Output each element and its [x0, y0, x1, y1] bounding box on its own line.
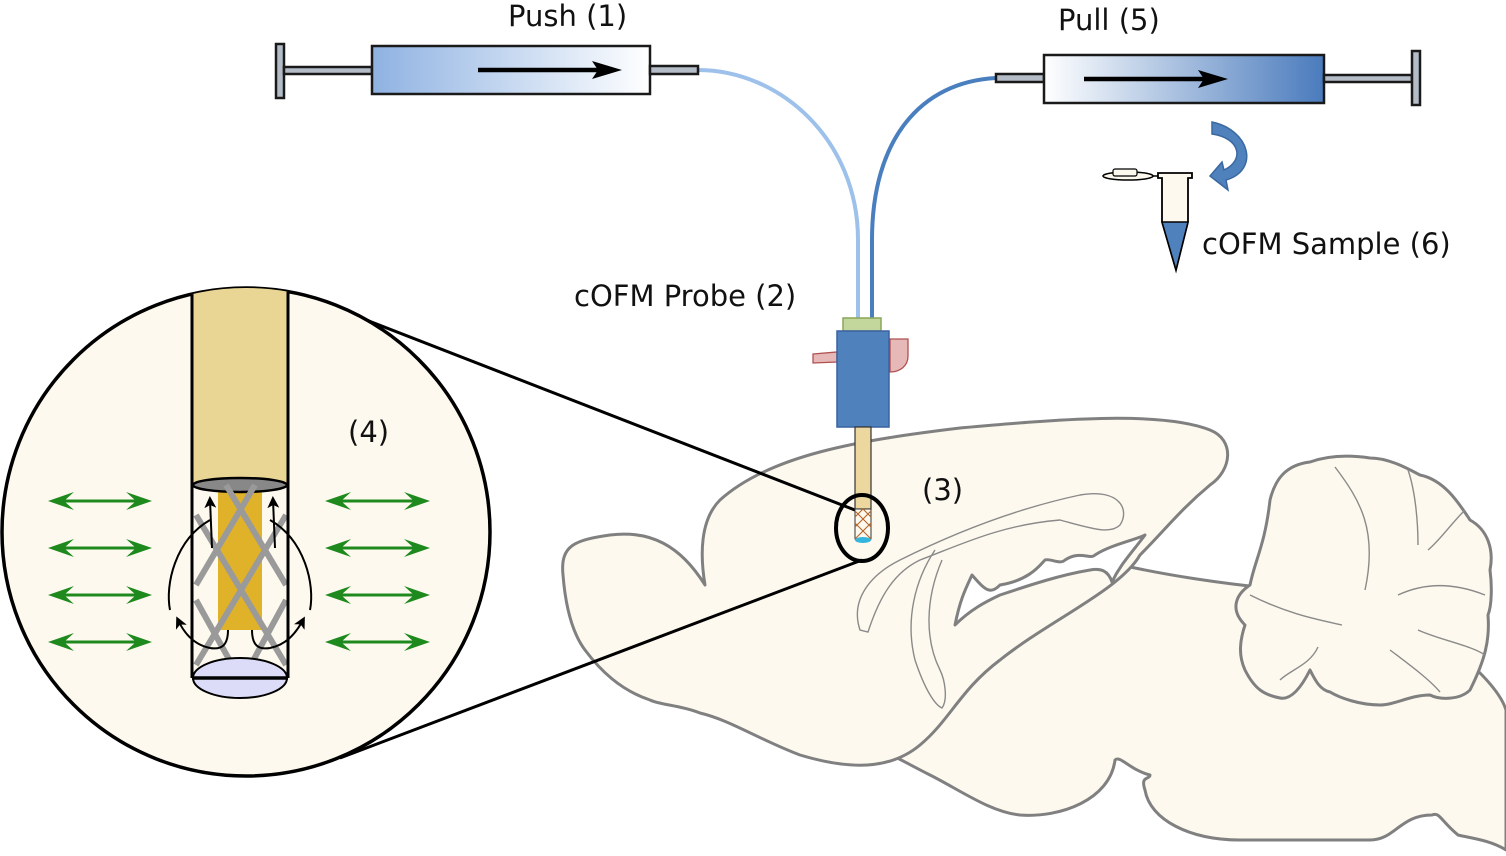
label-sample: cOFM Sample (6): [1202, 227, 1451, 261]
diffusion-arrow: [325, 633, 430, 651]
sample-tube: cOFM Sample (6): [1102, 168, 1451, 274]
label-inset: (4): [348, 415, 389, 449]
push-nozzle: [648, 64, 700, 76]
diffusion-arrow: [48, 633, 152, 651]
probe-clip-right: [889, 338, 909, 373]
ventricle: [953, 533, 1147, 627]
probe-tip-fluid: [855, 537, 871, 543]
pull-syringe: Pull (5): [994, 3, 1422, 107]
fornix-outline: [910, 549, 947, 709]
pull-plunger-rod: [1322, 73, 1414, 84]
transfer-arrow-icon: [1208, 121, 1248, 192]
probe-cap: [842, 317, 882, 332]
pull-nozzle: [994, 72, 1046, 84]
label-brain-region: (3): [922, 473, 963, 507]
diffusion-arrow: [325, 586, 430, 604]
push-plunger-rod: [282, 65, 374, 76]
outflow-tubing: [870, 76, 997, 318]
probe-clip-left: [812, 351, 838, 364]
diffusion-arrow: [48, 539, 152, 557]
zoom-connector-top: [319, 300, 861, 514]
label-pull: Pull (5): [1058, 3, 1160, 37]
diffusion-arrows: [48, 492, 430, 651]
sample-liquid: [1161, 221, 1189, 273]
pull-plunger-handle: [1410, 49, 1422, 107]
cofm-probe: cOFM Probe (2): [574, 279, 909, 563]
hippocampus-outline: [856, 493, 1125, 633]
diffusion-arrow: [325, 492, 430, 510]
probe-tip-inset: (4): [0, 286, 863, 778]
cerebellar-folia: [1249, 466, 1486, 693]
diffusion-arrow: [48, 492, 152, 510]
push-syringe: Push (1): [274, 0, 700, 100]
zoom-connector-bottom: [339, 558, 863, 760]
flow-arrows: [167, 496, 313, 650]
probe-tip-zoom-circle: [834, 493, 890, 563]
label-push: Push (1): [508, 0, 627, 33]
inflow-tubing: [697, 68, 860, 318]
label-probe: cOFM Probe (2): [574, 279, 796, 313]
diffusion-arrow: [48, 586, 152, 604]
probe-body: [836, 330, 890, 428]
shaft-rim: [191, 476, 289, 494]
brain-section: [561, 416, 1506, 852]
diffusion-arrow: [325, 539, 430, 557]
inset-probe-shaft: [190, 288, 290, 487]
cerebellum-outline: [1234, 454, 1493, 707]
